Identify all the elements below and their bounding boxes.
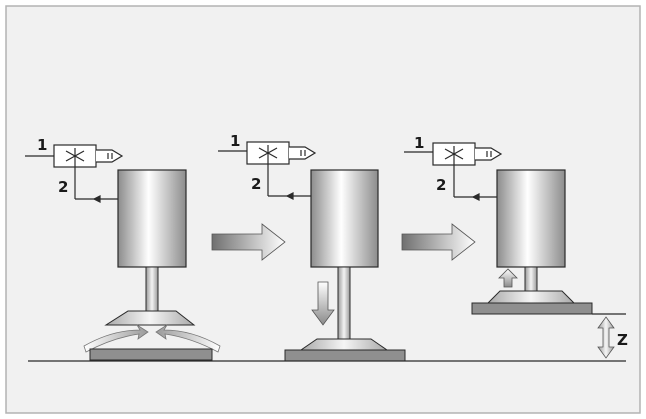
piston-rod (145, 266, 159, 312)
stage-3: 1 2 (404, 134, 593, 315)
z-dimension-arrow (597, 316, 615, 359)
valve-port-1-label: 1 (230, 132, 240, 150)
airflow-arrow-right (155, 324, 221, 353)
stage-1: 1 2 (25, 136, 221, 361)
transition-arrow-2 (401, 223, 476, 261)
workpiece (284, 349, 406, 362)
extend-arrow (311, 281, 335, 326)
retract-arrow (498, 268, 518, 288)
valve-port-2-label: 2 (436, 176, 446, 194)
valve-port-2-label: 2 (251, 175, 261, 193)
cylinder-body (310, 169, 379, 268)
valve-symbol (404, 142, 503, 201)
suction-pad (299, 338, 389, 351)
valve-symbol (25, 144, 124, 203)
cylinder-body (496, 169, 566, 268)
suction-pad (486, 290, 576, 304)
stage-2: 1 2 (218, 132, 406, 362)
z-distance-label: Z (617, 331, 628, 349)
valve-port-2-label: 2 (58, 178, 68, 196)
airflow-arrow-left (83, 324, 149, 353)
workpiece (471, 302, 593, 315)
suction-pad (104, 310, 196, 326)
valve-symbol (218, 141, 317, 200)
piston-rod (524, 266, 538, 292)
transition-arrow-1 (211, 223, 286, 261)
valve-port-1-label: 1 (414, 134, 424, 152)
valve-port-1-label: 1 (37, 136, 47, 154)
workpiece (89, 348, 213, 361)
piston-rod (337, 266, 351, 340)
cylinder-body (117, 169, 187, 268)
